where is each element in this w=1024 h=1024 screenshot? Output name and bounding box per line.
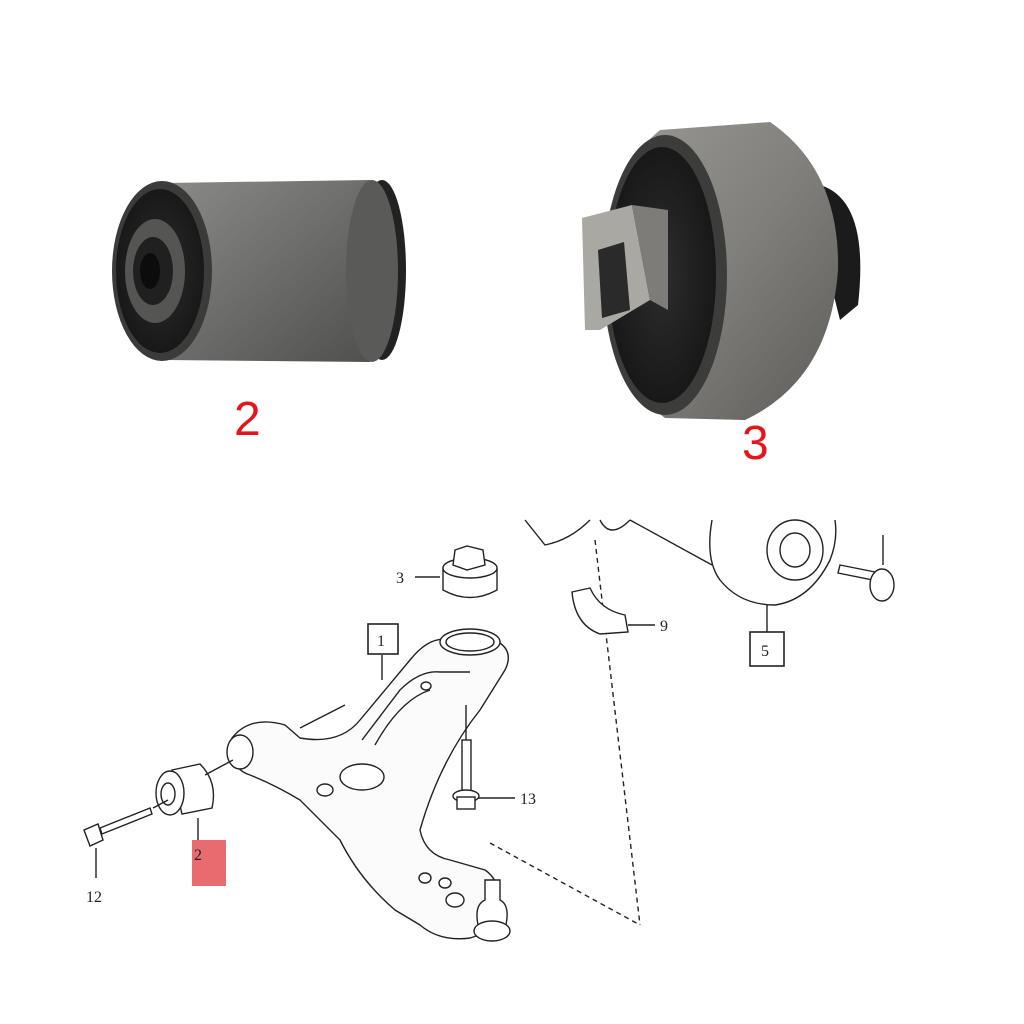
callout-9: 9 [660,618,668,635]
callout-2: 2 [194,847,202,864]
photo-label-2: 2 [234,393,261,446]
callout-3: 3 [396,570,404,587]
callout-1: 1 [377,633,385,650]
photo-label-3: 3 [742,417,769,470]
callout-box-1 [367,623,399,655]
suspension-diagram [83,519,895,942]
callout-12: 12 [86,889,102,906]
callout-13: 13 [520,791,536,808]
callout-5: 5 [761,643,769,660]
bushing-3-photo [582,122,861,420]
bushing-2-photo [112,180,406,362]
highlight-2 [192,840,226,886]
callout-box-5 [749,631,785,667]
